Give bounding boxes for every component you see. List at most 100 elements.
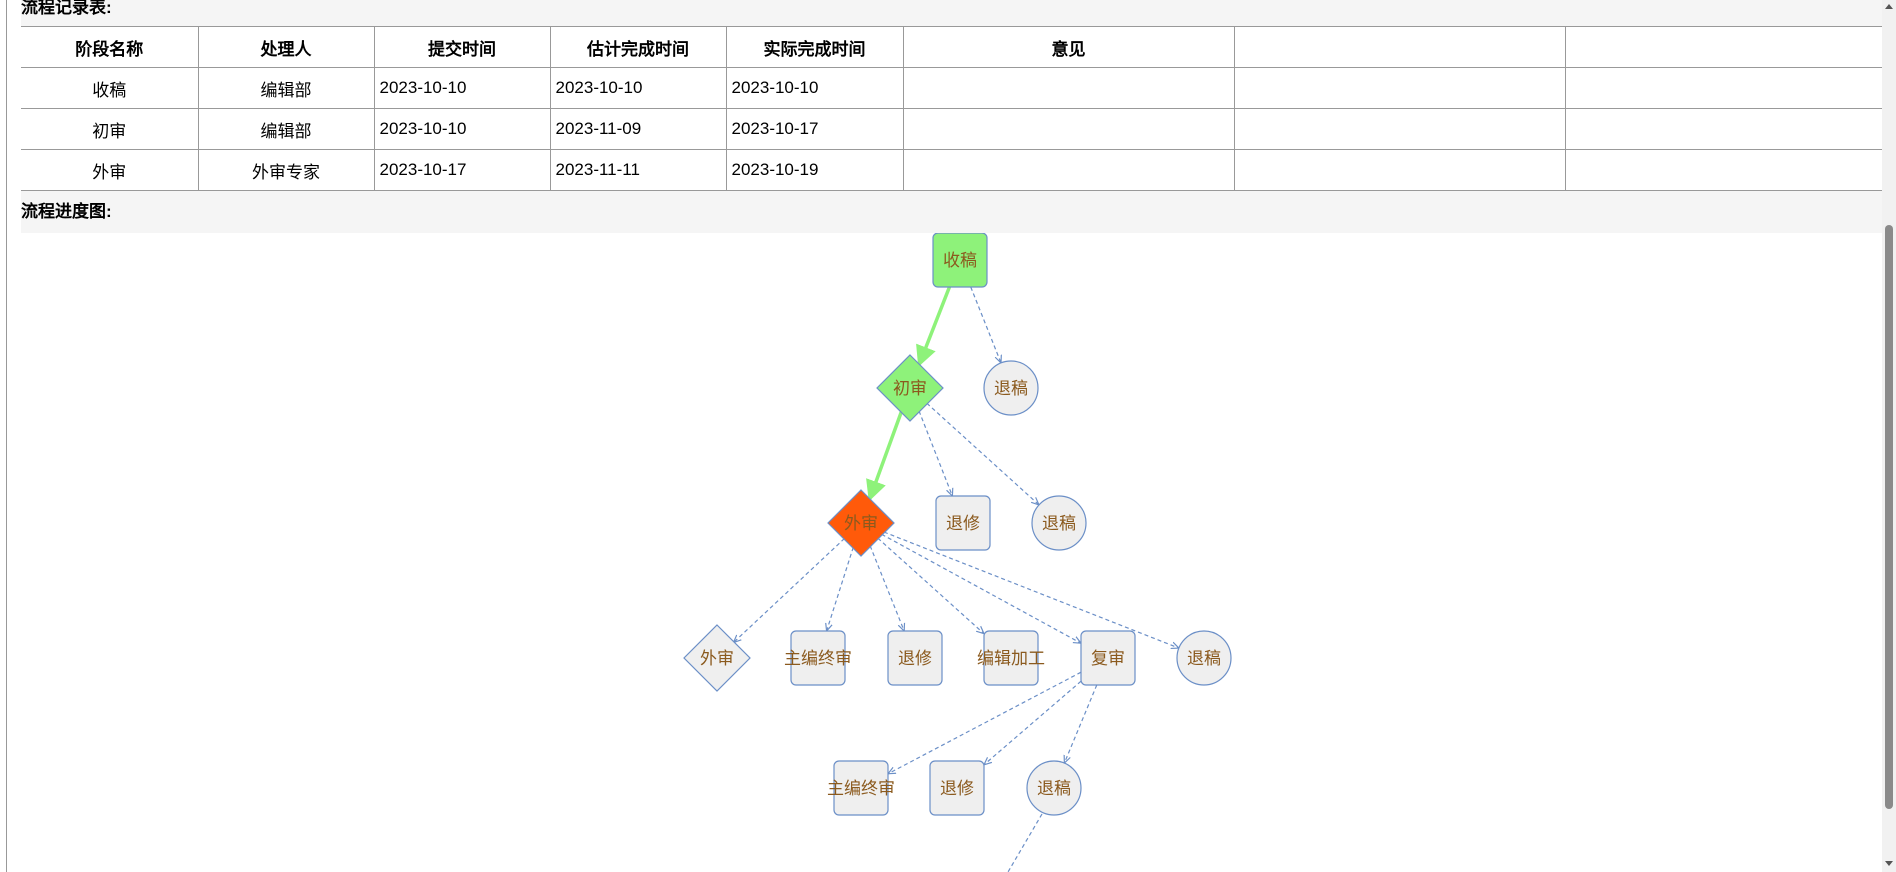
flow-edge [916,286,952,367]
flow-node-diamond[interactable]: 外审 [683,624,751,692]
flow-edge [926,402,1039,505]
cell-blank-2 [1564,67,1882,109]
flow-node-shape [1080,630,1136,686]
flow-node-label: 退修 [946,514,980,533]
col-header-stage: 阶段名称 [21,26,198,68]
flow-edge [918,410,952,496]
cell-estimated-time: 2023-10-10 [549,67,726,109]
record-table: 阶段名称 处理人 提交时间 估计完成时间 实际完成时间 意见 收稿 编辑部 20… [21,26,1882,191]
cell-estimated-time: 2023-11-09 [549,108,726,150]
col-header-blank-2 [1564,26,1882,68]
cell-actual-time: 2023-10-17 [725,108,903,150]
flow-node-circle[interactable]: 退稿 [1176,630,1232,686]
cell-handler: 外审专家 [197,149,374,191]
flow-node-shape [932,233,988,288]
flow-node-label: 主编终审 [827,779,895,798]
cell-handler: 编辑部 [197,108,374,150]
cell-blank-1 [1233,149,1565,191]
cell-stage: 收稿 [21,67,198,109]
flow-node-shape [983,630,1039,686]
col-header-estimated-time: 估计完成时间 [549,26,726,68]
flow-node-shape [1026,760,1082,816]
flow-edge [883,531,1179,648]
col-header-submit-time: 提交时间 [373,26,550,68]
flow-node-label: 退修 [898,649,932,668]
cell-submit-time: 2023-10-17 [373,149,550,191]
flow-node-label: 主编终审 [784,649,852,668]
scroll-up-arrow-icon[interactable] [1885,4,1893,9]
flow-node-shape [1031,495,1087,551]
flow-node-shape [790,630,846,686]
flow-node-label: 初审 [893,379,927,398]
flow-node-rect[interactable]: 复审 [1080,630,1136,686]
cell-stage: 初审 [21,108,198,150]
cell-blank-2 [1564,108,1882,150]
flow-node-shape [683,624,751,692]
flow-edge [734,538,845,642]
cell-stage: 外审 [21,149,198,191]
flow-node-label: 收稿 [943,251,977,270]
flow-node-label: 外审 [700,649,734,668]
flow-node-label: 退稿 [1187,649,1221,668]
cell-estimated-time: 2023-11-11 [549,149,726,191]
cell-opinion [902,67,1234,109]
flow-node-shape [827,489,895,557]
table-header-row: 阶段名称 处理人 提交时间 估计完成时间 实际完成时间 意见 [21,26,1882,68]
flow-node-rect[interactable]: 退修 [887,630,943,686]
flow-chart-title: 流程进度图: [21,202,112,221]
flow-node-label: 编辑加工 [977,649,1045,668]
col-header-handler: 处理人 [197,26,374,68]
cell-blank-1 [1233,108,1565,150]
flow-node-rect[interactable]: 退修 [935,495,991,551]
flow-node-rect[interactable]: 编辑加工 [977,630,1045,686]
flow-node-shape [935,495,991,551]
flow-node-label: 退稿 [1037,779,1071,798]
flow-edge [877,537,984,634]
cell-opinion [902,149,1234,191]
cell-handler: 编辑部 [197,67,374,109]
flow-node-rect[interactable]: 主编终审 [784,630,852,686]
flow-edge [869,545,904,631]
flow-node-shape [876,354,944,422]
record-table-header-bar: 流程记录表: [21,0,1882,27]
cell-submit-time: 2023-10-10 [373,67,550,109]
left-border [6,0,7,872]
flow-edge [881,533,1081,643]
flow-node-shape [983,360,1039,416]
cell-blank-2 [1564,149,1882,191]
flow-node-rect[interactable]: 主编终审 [827,760,895,816]
table-row: 初审 编辑部 2023-10-10 2023-11-09 2023-10-17 [21,108,1882,150]
cell-actual-time: 2023-10-10 [725,67,903,109]
cell-submit-time: 2023-10-10 [373,108,550,150]
record-table-title: 流程记录表: [21,0,112,17]
flow-edge [866,410,904,502]
flow-node-circle[interactable]: 退稿 [983,360,1039,416]
cell-actual-time: 2023-10-19 [725,149,903,191]
scroll-down-arrow-icon[interactable] [1885,861,1893,866]
table-row: 外审 外审专家 2023-10-17 2023-11-11 2023-10-19 [21,149,1882,191]
flow-node-circle[interactable]: 退稿 [1026,760,1082,816]
flow-node-diamond[interactable]: 外审 [827,489,895,557]
cell-blank-1 [1233,67,1565,109]
col-header-opinion: 意见 [902,26,1234,68]
flow-node-shape [833,760,889,816]
flow-edge [1064,684,1098,763]
flow-node-label: 退稿 [1042,514,1076,533]
flow-node-rect[interactable]: 退修 [929,760,985,816]
vertical-scrollbar[interactable] [1882,0,1896,872]
flow-edge [984,680,1082,765]
flow-node-label: 外审 [844,514,878,533]
col-header-actual-time: 实际完成时间 [725,26,903,68]
flow-chart: 收稿初审退稿外审退修退稿外审主编终审退修编辑加工复审退稿主编终审退修退稿 [683,233,1232,872]
flow-node-label: 复审 [1091,649,1125,668]
flow-node-diamond[interactable]: 初审 [876,354,944,422]
scroll-thumb[interactable] [1885,225,1893,809]
flow-edge [827,547,854,631]
flow-node-circle[interactable]: 退稿 [1031,495,1087,551]
flow-node-rect[interactable]: 收稿 [932,233,988,288]
cell-opinion [902,108,1234,150]
flow-edge [970,286,1001,363]
flow-node-shape [1176,630,1232,686]
flow-edge-tail [1007,813,1043,872]
